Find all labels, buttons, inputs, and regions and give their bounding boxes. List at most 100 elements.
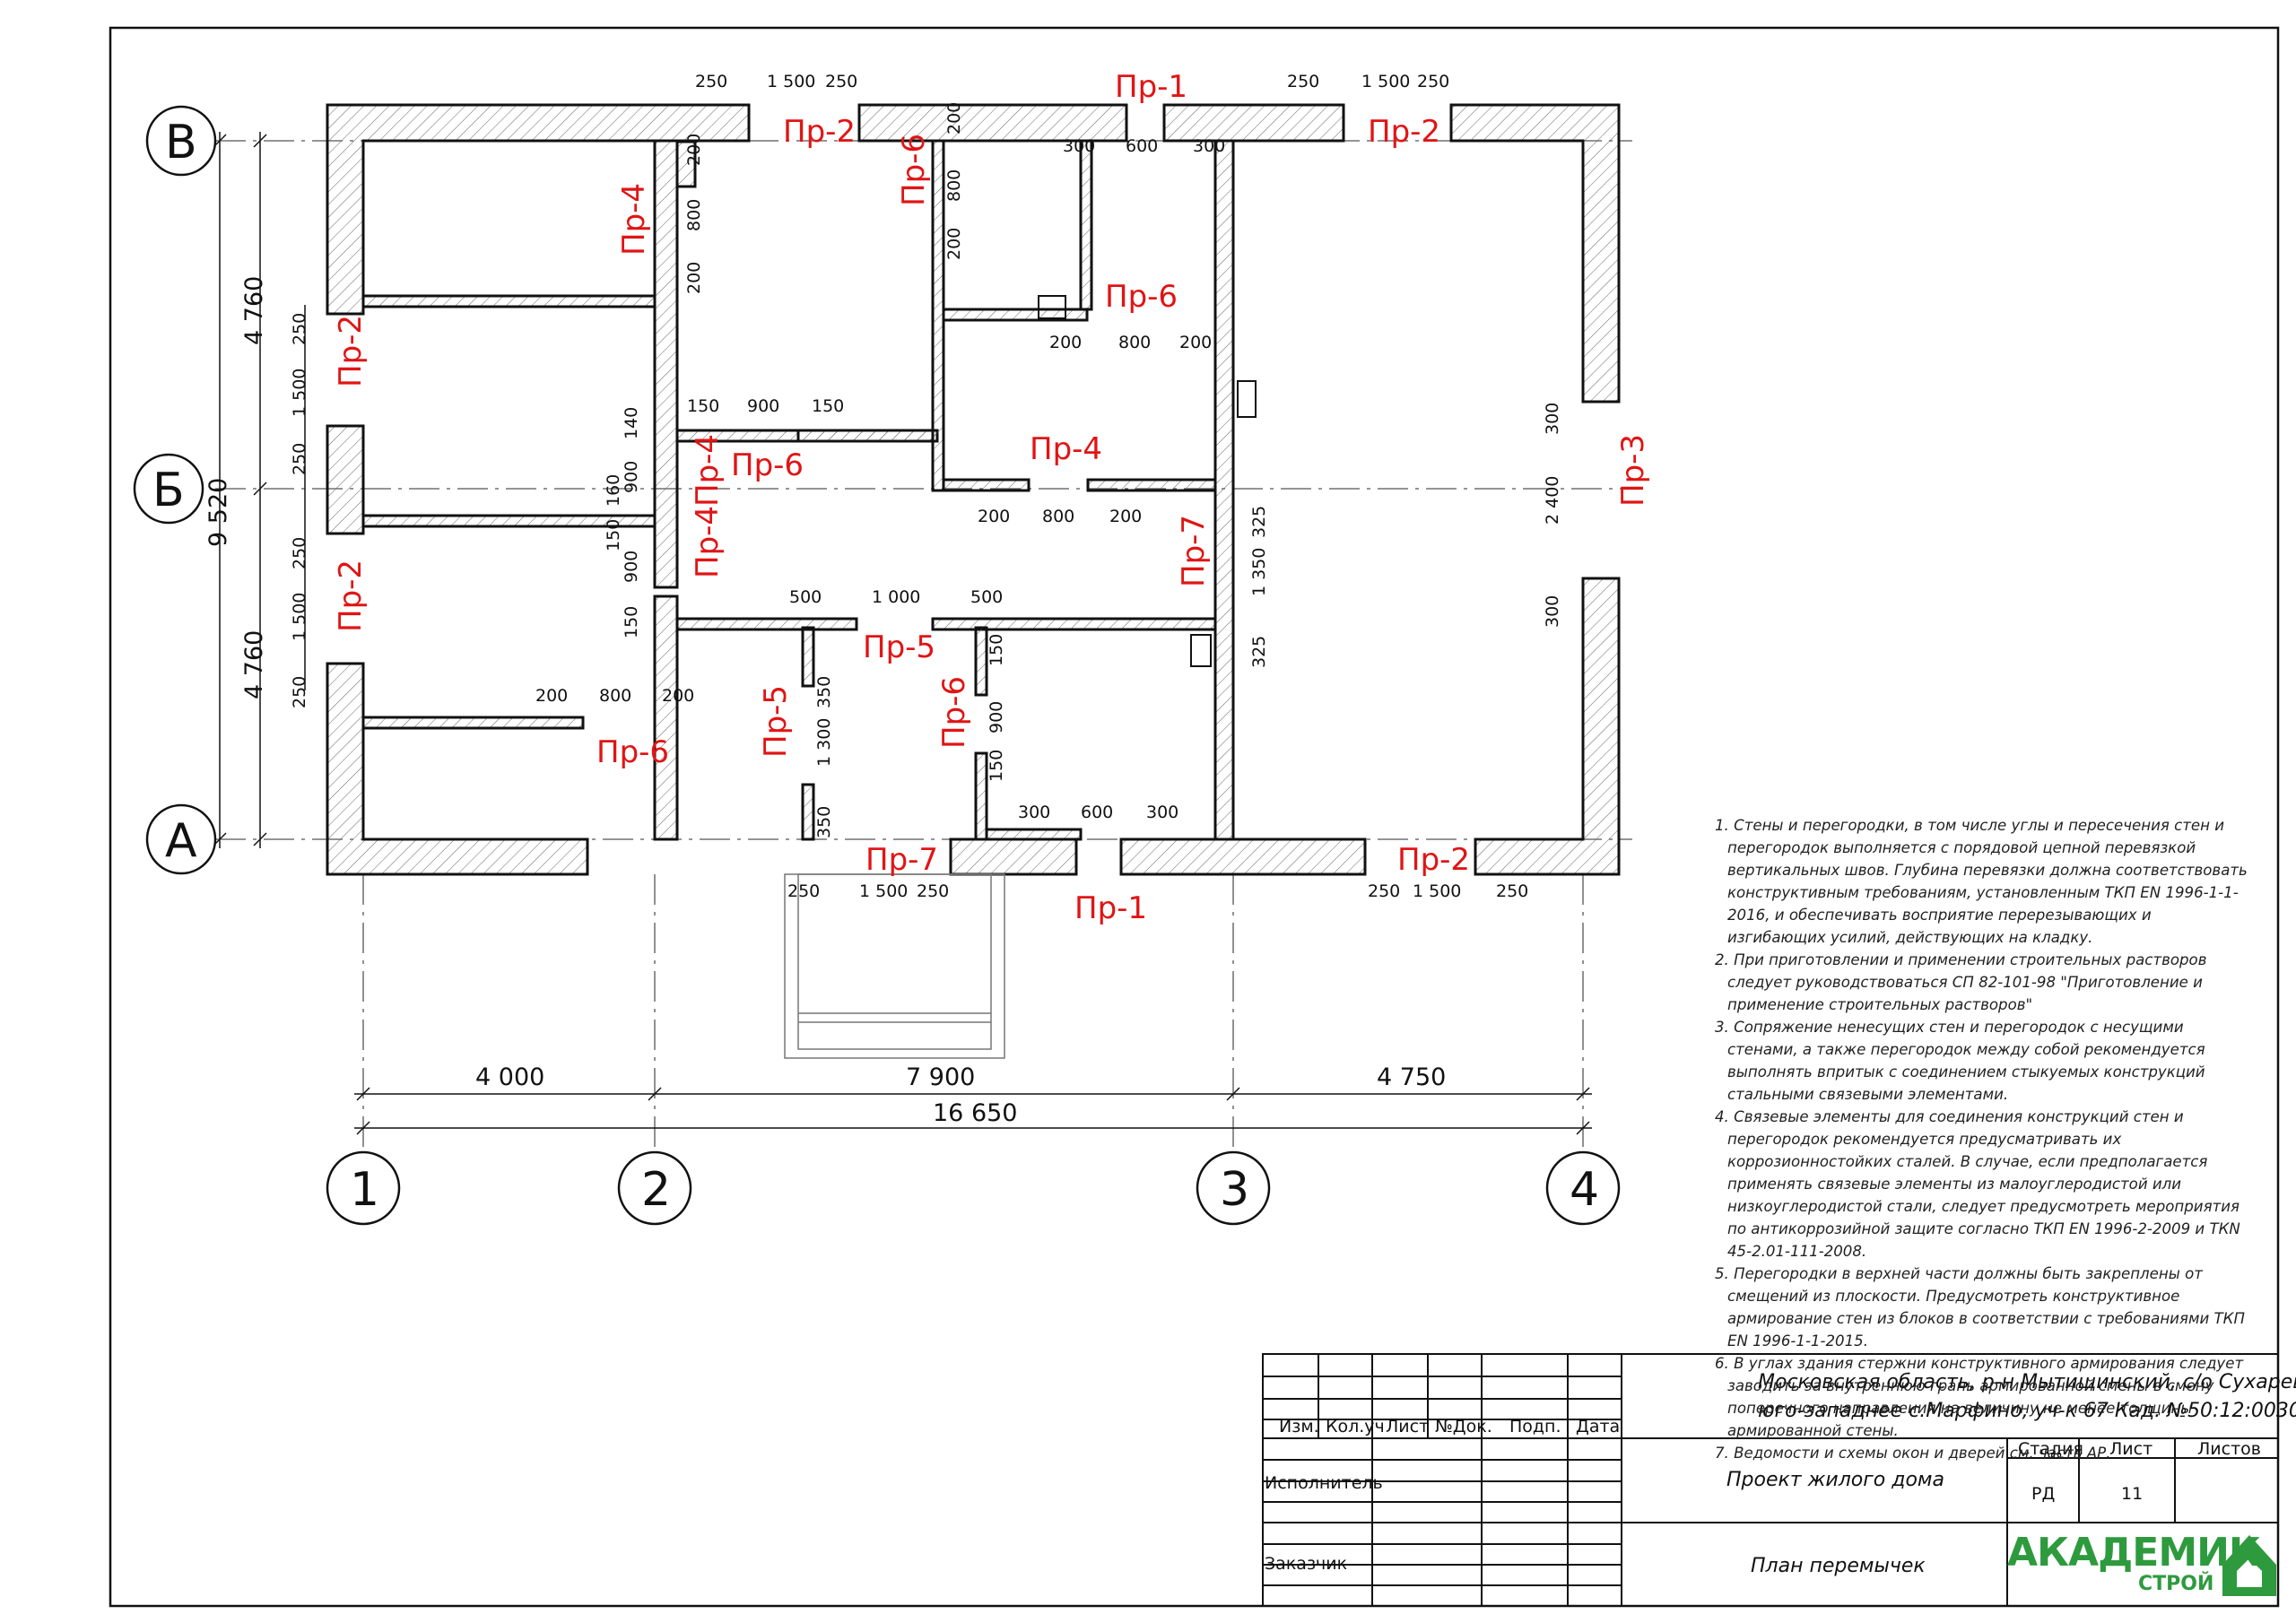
dim-bottom-3: 4 750 bbox=[1377, 1063, 1446, 1091]
lintel-pr7-bottom: Пр-7 bbox=[865, 842, 938, 878]
note-2: 2. При приготовлении и применении строит… bbox=[1715, 951, 2207, 1013]
dim-br-3: 250 bbox=[1496, 881, 1528, 901]
lintel-pr4-right: Пр-4 bbox=[1030, 431, 1102, 467]
axis-col-2: 2 bbox=[641, 1163, 671, 1217]
dim-overall: 16 650 bbox=[933, 1099, 1017, 1127]
dim-tl-1: 250 bbox=[695, 72, 727, 91]
tb-customer: Заказчик bbox=[1265, 1554, 1347, 1574]
lintel-pr6-bottom: Пр-6 bbox=[936, 676, 972, 749]
logo-house-icon bbox=[2222, 1535, 2276, 1596]
dim-325-2: 1 350 bbox=[1249, 548, 1269, 596]
dim-tr-1: 250 bbox=[1287, 72, 1319, 91]
axis-bubbles bbox=[133, 105, 1621, 1226]
tb-stage: РД bbox=[2031, 1484, 2055, 1504]
dim-500-1: 500 bbox=[789, 587, 822, 607]
dim-right-1: 300 bbox=[1543, 403, 1562, 435]
dim-500-2: 1 000 bbox=[872, 587, 920, 607]
lintel-pr6-right: Пр-6 bbox=[1105, 279, 1178, 315]
dim-tr-2: 1 500 bbox=[1361, 72, 1410, 91]
tb-h-list: Лист bbox=[1386, 1417, 1429, 1436]
tb-h-izm: Изм. bbox=[1279, 1417, 1319, 1436]
dim-2080-c-3: 200 bbox=[662, 686, 694, 706]
title-block-headers: Изм. Кол.уч Лист №Док. Подп. Дата Исполн… bbox=[1265, 1417, 2261, 1574]
dim-350-3: 350 bbox=[814, 806, 834, 838]
dim-tl-2: 1 500 bbox=[767, 72, 815, 91]
dim-2080-d-2: 800 bbox=[684, 199, 704, 231]
note-1: 1. Стены и перегородки, в том числе углы… bbox=[1715, 817, 2248, 946]
lintel-pr5-v: Пр-5 bbox=[758, 685, 794, 758]
dim-ll-1: 250 bbox=[290, 537, 309, 569]
general-notes: 1. Стены и перегородки, в том числе углы… bbox=[1715, 814, 2253, 1464]
lintel-pr6-mid: Пр-6 bbox=[731, 447, 804, 483]
dim-door-top-1: 300 bbox=[1063, 136, 1095, 156]
dim-150-d-1: 150 bbox=[987, 634, 1006, 666]
lintel-pr3: Пр-3 bbox=[1615, 434, 1651, 507]
tb-address-1: Московская область, р-н Мытищинский, с/о… bbox=[1758, 1371, 2296, 1393]
dim-150-d-3: 150 bbox=[987, 750, 1006, 782]
dim-tl-3: 250 bbox=[825, 72, 857, 91]
lintel-labels: Пр-1 Пр-1 Пр-2 Пр-2 Пр-2 Пр-2 Пр-2 Пр-3 … bbox=[333, 69, 1651, 926]
axis-col-1: 1 bbox=[350, 1163, 379, 1217]
lintel-pr7-v: Пр-7 bbox=[1176, 515, 1212, 587]
dim-500-3: 500 bbox=[970, 587, 1003, 607]
axis-row-b: Б bbox=[152, 464, 185, 517]
dim-2080-e-3: 200 bbox=[944, 228, 964, 260]
dim-lu-1: 250 bbox=[290, 313, 309, 345]
dim-2080-b-2: 800 bbox=[1042, 507, 1074, 526]
dim-bl-1: 250 bbox=[787, 881, 820, 901]
dim-right-3: 300 bbox=[1543, 595, 1562, 628]
sheet-frame bbox=[109, 26, 2280, 1608]
lintel-pr6-left: Пр-6 bbox=[596, 734, 669, 770]
dim-150-b-1: 150 bbox=[604, 519, 623, 551]
note-7: 7. Ведомости и схемы окон и дверей см. ч… bbox=[1715, 1445, 2111, 1462]
dim-2080-b-3: 200 bbox=[1109, 507, 1142, 526]
dim-ll-3: 250 bbox=[290, 676, 309, 708]
dim-bl-2: 1 500 bbox=[859, 881, 908, 901]
tb-h-data: Дата bbox=[1576, 1417, 1620, 1436]
tb-project: Проект жилого дома bbox=[1726, 1469, 1944, 1491]
tb-executor: Исполнитель bbox=[1265, 1473, 1383, 1493]
dim-left-lower: 4 760 bbox=[240, 630, 268, 699]
lintel-pr4-low: Пр-4 bbox=[690, 506, 726, 578]
dim-150-a-2: 900 bbox=[747, 396, 779, 416]
axis-col-3: 3 bbox=[1220, 1163, 1249, 1217]
tb-h-podp: Подп. bbox=[1509, 1417, 1561, 1436]
lintel-pr2-bottom: Пр-2 bbox=[1397, 842, 1470, 878]
dim-door-bot-2: 600 bbox=[1081, 803, 1113, 822]
opening-dims: 250 1 500 250 250 1 500 250 250 1 500 25… bbox=[290, 72, 1562, 901]
axis-row-a: А bbox=[165, 814, 197, 868]
lintel-pr1-top: Пр-1 bbox=[1115, 69, 1187, 105]
dim-br-1: 250 bbox=[1368, 881, 1400, 901]
dim-140: 140 bbox=[622, 407, 641, 439]
tb-sheets-label: Листов bbox=[2197, 1439, 2261, 1459]
dim-2080-e-1: 200 bbox=[944, 102, 964, 135]
dim-2080-a-1: 200 bbox=[1049, 333, 1082, 352]
lintel-pr5-h: Пр-5 bbox=[863, 629, 935, 665]
dim-ll-2: 1 500 bbox=[290, 593, 309, 641]
lintel-pr2-left-lower: Пр-2 bbox=[333, 560, 369, 632]
logo-sub-text: СТРОЙ bbox=[2138, 1573, 2214, 1595]
dim-bl-3: 250 bbox=[917, 881, 949, 901]
dim-325-1: 325 bbox=[1249, 506, 1269, 538]
dim-lu-2: 1 500 bbox=[290, 369, 309, 417]
dim-160: 160 bbox=[604, 474, 623, 507]
dim-2080-e-2: 800 bbox=[944, 169, 964, 202]
axis-col-4: 4 bbox=[1570, 1163, 1599, 1217]
lintel-pr6-top: Пр-6 bbox=[896, 134, 932, 206]
dim-door-top-3: 300 bbox=[1193, 136, 1225, 156]
dim-door-top-2: 600 bbox=[1126, 136, 1158, 156]
bottom-dim-lines bbox=[354, 1087, 1592, 1135]
interior-walls bbox=[361, 139, 1235, 841]
dim-bottom-2: 7 900 bbox=[906, 1063, 975, 1091]
note-6: 6. В углах здания стержни конструктивног… bbox=[1715, 1355, 2244, 1439]
dim-2080-b-1: 200 bbox=[978, 507, 1010, 526]
tb-sheet: 11 bbox=[2121, 1484, 2143, 1504]
dim-left-upper: 4 760 bbox=[240, 276, 268, 345]
dim-150-b-2: 900 bbox=[622, 461, 641, 493]
note-4: 4. Связевые элементы для соединения конс… bbox=[1715, 1108, 2240, 1260]
dim-2080-a-3: 200 bbox=[1179, 333, 1212, 352]
axis-row-v: В bbox=[165, 116, 197, 169]
dim-350-1: 350 bbox=[814, 676, 834, 708]
dim-tr-3: 250 bbox=[1417, 72, 1449, 91]
